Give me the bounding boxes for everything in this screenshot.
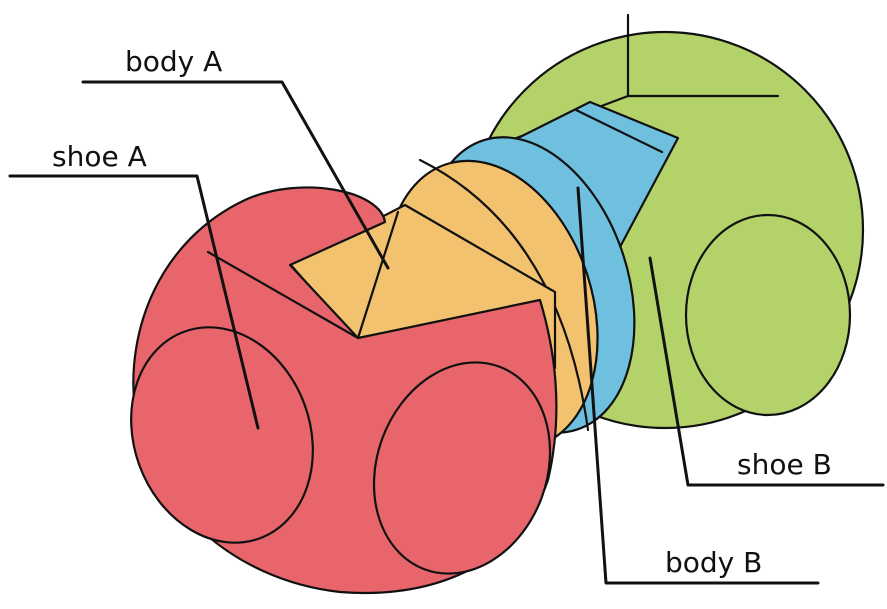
label-body-a: body A	[125, 45, 222, 78]
shoe-b-face-ellipse	[686, 215, 850, 415]
label-body-b: body B	[665, 546, 762, 579]
label-shoe-b: shoe B	[737, 448, 832, 481]
label-shoe-a: shoe A	[52, 140, 147, 173]
